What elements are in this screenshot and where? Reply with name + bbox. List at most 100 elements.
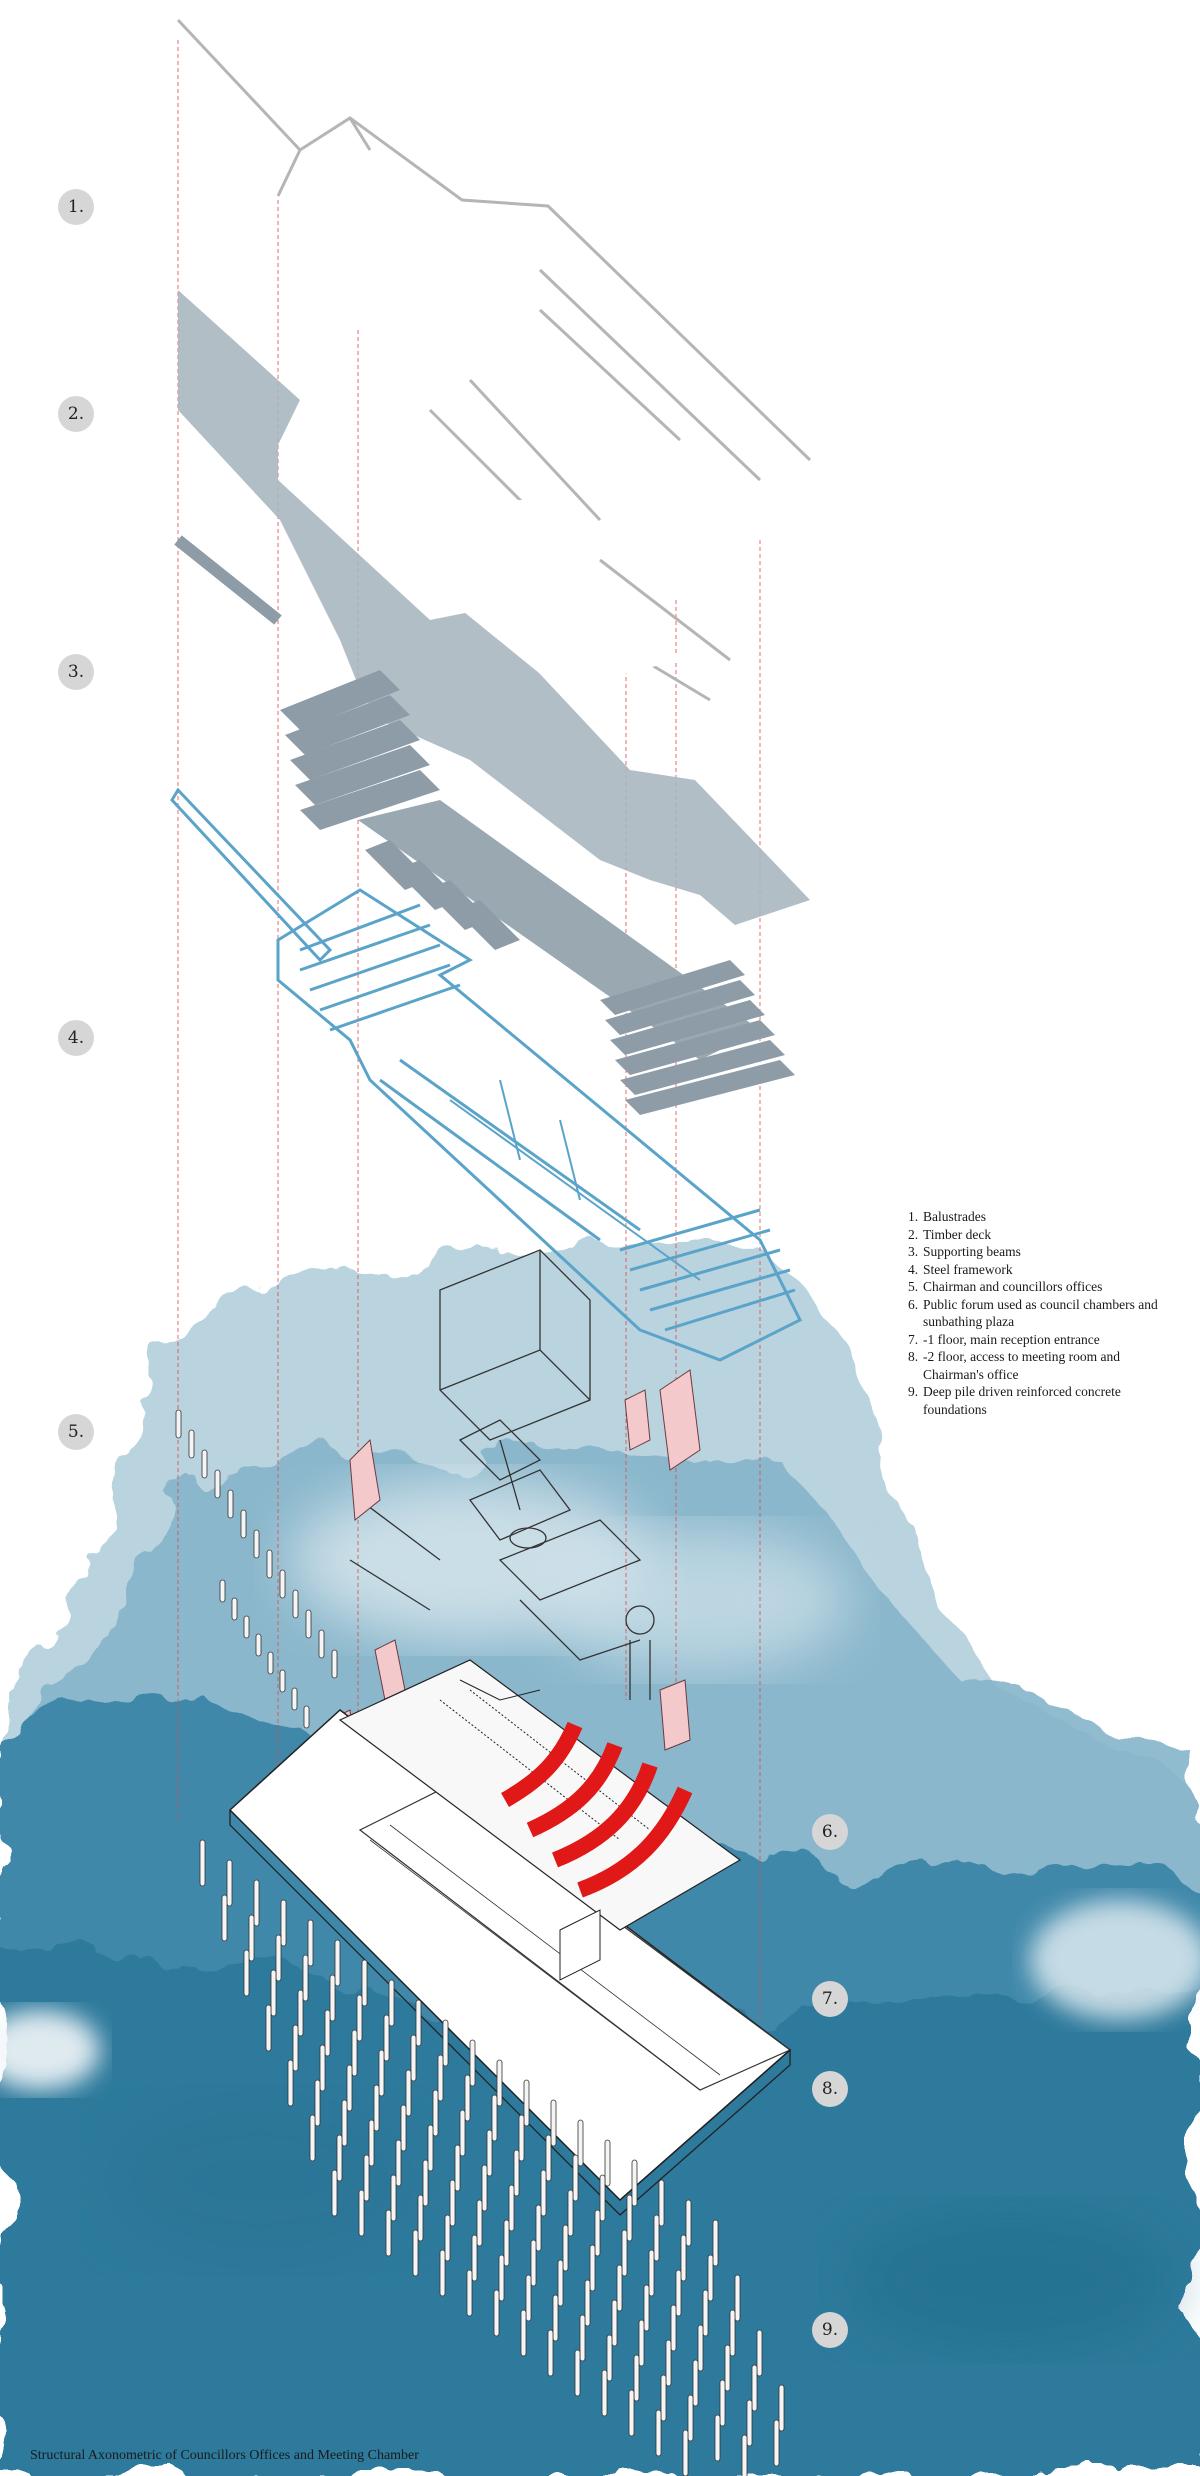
- pile: [188, 1429, 195, 1459]
- pile: [471, 2234, 478, 2282]
- pile: [697, 2324, 704, 2372]
- marker-3: 3.: [58, 654, 94, 690]
- pile: [714, 2414, 721, 2462]
- legend-text: Deep pile driven reinforced concrete fou…: [923, 1384, 1121, 1417]
- pile: [248, 1914, 255, 1962]
- legend-text: -2 floor, access to meeting room and Cha…: [923, 1349, 1121, 1382]
- pile: [427, 2124, 434, 2172]
- pile: [633, 2354, 640, 2402]
- pile: [503, 2219, 510, 2267]
- pile: [712, 2219, 719, 2267]
- pile: [584, 2279, 591, 2327]
- pile: [437, 2054, 444, 2102]
- pile: [719, 2379, 726, 2427]
- pile: [454, 2144, 461, 2192]
- pile: [547, 2329, 554, 2377]
- legend-text: Chairman and councillors offices: [923, 1279, 1103, 1294]
- pile: [601, 2369, 608, 2417]
- pile: [341, 2099, 348, 2147]
- pile: [469, 2039, 476, 2087]
- pile: [616, 2264, 623, 2312]
- pile: [307, 1919, 314, 1967]
- pile: [292, 1589, 299, 1619]
- pile: [432, 2089, 439, 2137]
- pile: [562, 2224, 569, 2272]
- pile: [405, 2069, 412, 2117]
- pile: [653, 2214, 660, 2262]
- pile: [219, 1579, 226, 1603]
- pile: [444, 2214, 451, 2262]
- pile: [361, 1959, 368, 2007]
- pile: [778, 2384, 785, 2432]
- pile: [606, 2334, 613, 2382]
- marker-5: 5.: [58, 1414, 94, 1450]
- marker-7: 7.: [812, 1981, 848, 2017]
- pile: [305, 1609, 312, 1639]
- pile: [373, 2084, 380, 2132]
- pile: [378, 2049, 385, 2097]
- pile: [626, 2194, 633, 2242]
- pile: [525, 2274, 532, 2322]
- pile: [464, 2074, 471, 2122]
- pile: [631, 2159, 638, 2207]
- pile: [628, 2389, 635, 2437]
- pile: [518, 2114, 525, 2162]
- pile: [550, 2099, 557, 2147]
- legend-item: 3.Supporting beams: [908, 1243, 1178, 1261]
- pile: [214, 1469, 221, 1499]
- legend-num: 5.: [908, 1279, 919, 1294]
- pile: [221, 1894, 228, 1942]
- marker-6: 6.: [812, 1814, 848, 1850]
- supporting-beams-layer: [280, 670, 795, 1115]
- pile: [368, 2119, 375, 2167]
- legend-num: 2.: [908, 1226, 919, 1242]
- pile: [577, 2119, 584, 2167]
- pile: [199, 1839, 206, 1887]
- legend-num: 9.: [908, 1384, 919, 1399]
- legend-item: 5. Chairman and councillors offices: [908, 1278, 1178, 1296]
- pile: [240, 1509, 247, 1539]
- pile: [287, 2059, 294, 2107]
- pile: [508, 2184, 515, 2232]
- pile: [535, 2204, 542, 2252]
- pile: [751, 2364, 758, 2412]
- legend-item: 1.Balustrades: [908, 1208, 1178, 1226]
- pile: [243, 1615, 250, 1639]
- pile: [604, 2139, 611, 2187]
- pile: [331, 2169, 338, 2217]
- pile: [724, 2344, 731, 2392]
- pile: [540, 2169, 547, 2217]
- pile: [395, 2139, 402, 2187]
- pile: [201, 1449, 208, 1479]
- pile: [466, 2269, 473, 2317]
- legend-num: 4.: [908, 1261, 919, 1277]
- pile: [226, 1859, 233, 1907]
- pile: [275, 1934, 282, 1982]
- pile: [707, 2254, 714, 2302]
- pile: [253, 1529, 260, 1559]
- pile: [318, 1629, 325, 1659]
- legend-text: -1 floor, main reception entrance: [923, 1331, 1100, 1347]
- legend-num: 3.: [908, 1244, 919, 1259]
- legend-text: Public forum used as council chambers an…: [923, 1296, 1158, 1330]
- legend-num: 6.: [908, 1296, 919, 1312]
- pile: [383, 2014, 390, 2062]
- pile: [280, 1899, 287, 1947]
- offices-layer: [349, 1249, 655, 1700]
- legend-item: 7.-1 floor, main reception entrance: [908, 1331, 1178, 1349]
- pile: [270, 1969, 277, 2017]
- pile: [692, 2359, 699, 2407]
- legend-item: 2.Timber deck: [908, 1226, 1178, 1244]
- pile: [545, 2134, 552, 2182]
- timber-deck-layer: [174, 290, 810, 925]
- legend-item: 4.Steel framework: [908, 1261, 1178, 1279]
- legend-item: 8.-2 floor, access to meeting room and C…: [908, 1348, 1178, 1383]
- pile: [557, 2259, 564, 2307]
- pile: [358, 2189, 365, 2237]
- marker-9: 9.: [812, 2312, 848, 2348]
- pile: [356, 1994, 363, 2042]
- pile: [493, 2289, 500, 2337]
- pile: [412, 2229, 419, 2277]
